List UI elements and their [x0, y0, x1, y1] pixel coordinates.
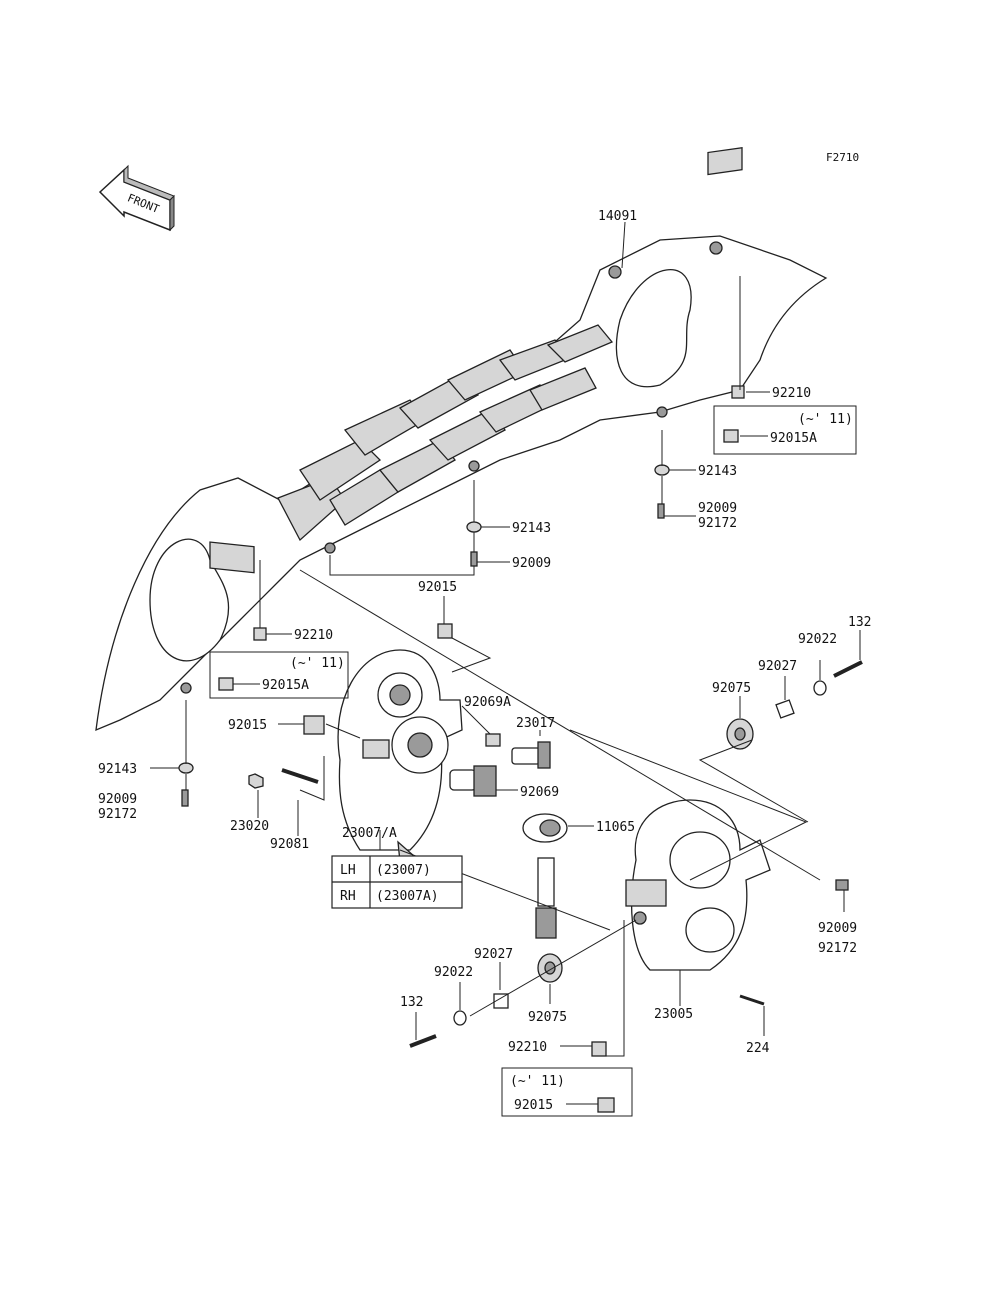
- label-92143-b: 92143: [512, 521, 551, 536]
- label-92075-a: 92075: [712, 681, 751, 696]
- washer-92143-a: [654, 464, 670, 476]
- grommet-92075-a: [726, 718, 754, 750]
- table-row-rh-side: RH: [340, 889, 356, 904]
- label-92022-b: 92022: [434, 965, 473, 980]
- headlight-housing-23007: [337, 649, 463, 863]
- note-label-b: (~' 11): [290, 656, 345, 671]
- screw-92009-c: [181, 789, 189, 807]
- label-92022-a: 92022: [798, 632, 837, 647]
- bolt-132-b: [409, 1034, 437, 1048]
- label-92015A-b: 92015A: [262, 678, 309, 693]
- clip-92015-c: [597, 1097, 615, 1113]
- clip-92015A-a: [723, 429, 739, 443]
- bolt-224: [739, 994, 765, 1006]
- clip-92210-b: [253, 627, 267, 641]
- label-23020: 23020: [230, 819, 269, 834]
- screw-92009-b: [470, 551, 478, 567]
- clip-92210-a: [731, 385, 745, 399]
- label-92210-a: 92210: [772, 386, 811, 401]
- label-23005: 23005: [654, 1007, 693, 1022]
- label-92009-c: 92009: [98, 792, 137, 807]
- label-92075-b: 92075: [528, 1010, 567, 1025]
- table-row-lh-side: LH: [340, 863, 356, 878]
- label-11065: 11065: [596, 820, 635, 835]
- bolt-132-a: [833, 660, 863, 678]
- label-132-a: 132: [848, 615, 871, 630]
- label-92143-c: 92143: [98, 762, 137, 777]
- clip-92015-housing: [303, 715, 325, 735]
- label-92210-b: 92210: [294, 628, 333, 643]
- headlight-housing-23005: [625, 799, 771, 971]
- note-label-a: (~' 11): [798, 412, 853, 427]
- collar-92027-a: [775, 699, 795, 719]
- figure-code: F2710: [826, 151, 859, 164]
- label-23007A: 23007/A: [342, 826, 397, 841]
- label-92015-a: 92015: [418, 580, 457, 595]
- screw-92009-d: [835, 879, 849, 891]
- label-23017: 23017: [516, 716, 555, 731]
- bulb-23017: [511, 741, 551, 769]
- washer-92022-a: [813, 680, 827, 696]
- label-92069: 92069: [520, 785, 559, 800]
- side-table: LH (23007) RH (23007A): [331, 855, 463, 909]
- label-92081: 92081: [270, 837, 309, 852]
- note-label-c: (~' 11): [510, 1074, 565, 1089]
- washer-92143-b: [466, 521, 482, 533]
- label-92210-c: 92210: [508, 1040, 547, 1055]
- clip-92015-a: [437, 623, 453, 639]
- label-92143-a: 92143: [698, 464, 737, 479]
- label-92009-d: 92009: [818, 921, 857, 936]
- socket-11065: [522, 813, 568, 939]
- label-224: 224: [746, 1041, 770, 1056]
- headlight-cover-14091: [95, 146, 828, 732]
- collar-92027-b: [493, 993, 509, 1009]
- table-row-rh-part: (23007A): [376, 889, 439, 904]
- label-92009-a: 92009: [698, 501, 737, 516]
- label-92069A: 92069A: [464, 695, 511, 710]
- clip-92015A-b: [218, 677, 234, 691]
- note-box-a: [713, 405, 857, 455]
- label-92027-b: 92027: [474, 947, 513, 962]
- label-92027-a: 92027: [758, 659, 797, 674]
- label-132-b: 132: [400, 995, 423, 1010]
- note-box-b: [209, 651, 349, 699]
- label-92015-b: 92015: [228, 718, 267, 733]
- table-row-lh-part: (23007): [376, 863, 431, 878]
- washer-92022-b: [453, 1010, 467, 1026]
- part-labels: 14091 92210 (~' 11) 92015A 92143 92009 9…: [98, 209, 871, 1113]
- washer-92143-c: [178, 762, 194, 774]
- label-92009-b: 92009: [512, 556, 551, 571]
- label-92172-d: 92172: [818, 941, 857, 956]
- adjuster-92081: [248, 768, 319, 789]
- label-92015-c: 92015: [514, 1098, 553, 1113]
- label-92015A-a: 92015A: [770, 431, 817, 446]
- label-14091: 14091: [598, 209, 637, 224]
- clip-92069A: [485, 733, 501, 747]
- label-92172-a: 92172: [698, 516, 737, 531]
- clip-92210-c: [591, 1041, 607, 1057]
- note-box-c: [501, 1067, 633, 1117]
- label-92172-c: 92172: [98, 807, 137, 822]
- bulb-92069: [449, 765, 497, 797]
- grommet-92075-b: [537, 953, 563, 983]
- front-arrow-icon: FRONT: [98, 164, 175, 232]
- screw-92009-a: [657, 503, 665, 519]
